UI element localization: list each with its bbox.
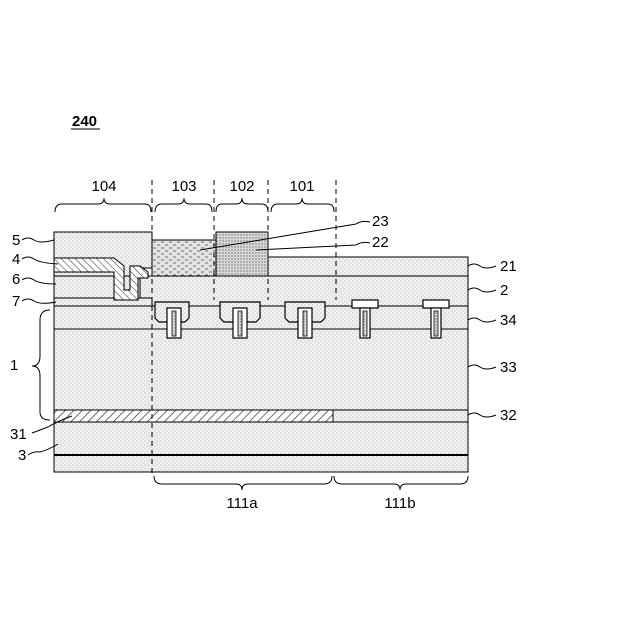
brace-1 [32, 310, 50, 420]
region-label-101: 101 [289, 178, 314, 195]
leader-5 [22, 238, 54, 242]
layer-label-2: 2 [500, 282, 508, 299]
region-braces-bottom [154, 476, 468, 490]
layer-label-32: 32 [500, 407, 517, 424]
layer-23 [152, 240, 216, 276]
region-label-102: 102 [229, 178, 254, 195]
layer-33 [54, 329, 468, 410]
region-label-104: 104 [91, 178, 116, 195]
leader-6 [22, 278, 56, 284]
leader-7 [22, 299, 56, 303]
leader-34 [468, 318, 496, 322]
leader-21 [468, 264, 496, 268]
layer-21 [268, 257, 468, 276]
figure-number: 240 [72, 113, 97, 130]
layer-label-21: 21 [500, 258, 517, 275]
layer-label-1: 1 [10, 357, 18, 374]
layer-label-34: 34 [500, 312, 517, 329]
layer-3 [54, 422, 468, 472]
region-braces-top [55, 198, 334, 212]
layer-label-7: 7 [12, 293, 20, 310]
layer-label-6: 6 [12, 271, 20, 288]
leader-33 [468, 365, 496, 369]
layer-label-31: 31 [10, 426, 27, 443]
bottom-label-111b: 111b [384, 495, 415, 512]
layer-34 [54, 306, 468, 329]
layer-label-4: 4 [12, 251, 20, 268]
leader-4 [22, 257, 58, 264]
leader-32 [468, 413, 496, 417]
layer-label-5: 5 [12, 232, 20, 249]
layer-label-23: 23 [372, 213, 389, 230]
leader-22 [256, 242, 370, 250]
layer-label-22: 22 [372, 234, 389, 251]
layer-label-33: 33 [500, 359, 517, 376]
region-label-103: 103 [171, 178, 196, 195]
layer-label-3: 3 [18, 447, 26, 464]
bottom-label-111a: 111a [226, 495, 258, 512]
layer-31 [54, 410, 333, 422]
layer-22 [216, 232, 268, 276]
leader-2 [468, 288, 496, 292]
